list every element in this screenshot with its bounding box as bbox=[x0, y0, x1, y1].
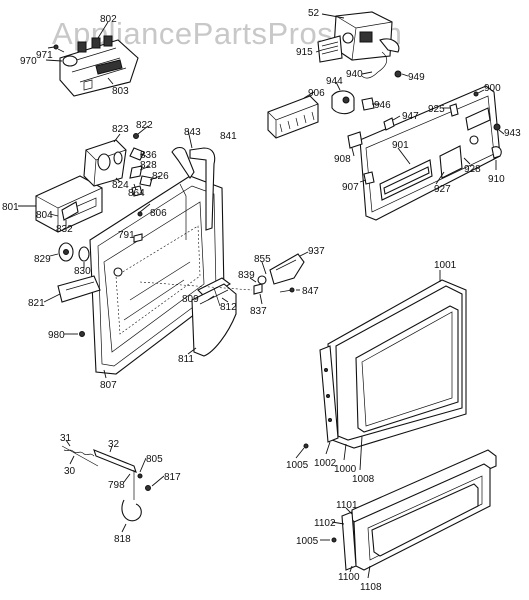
label-980: 980 bbox=[48, 330, 65, 341]
control-module-803 bbox=[53, 35, 139, 97]
label-804: 804 bbox=[36, 210, 53, 221]
label-855: 855 bbox=[254, 254, 271, 265]
control-panel-901 bbox=[347, 85, 502, 221]
label-832: 832 bbox=[56, 224, 73, 235]
label-1008: 1008 bbox=[352, 474, 375, 485]
label-946: 946 bbox=[374, 100, 391, 111]
label-927: 927 bbox=[434, 184, 451, 195]
label-30: 30 bbox=[64, 466, 76, 477]
label-1108: 1108 bbox=[360, 582, 382, 593]
label-839: 839 bbox=[238, 270, 255, 281]
label-1005-door: 1005 bbox=[286, 460, 309, 471]
label-1001: 1001 bbox=[434, 260, 457, 271]
label-823: 823 bbox=[112, 124, 129, 135]
label-970: 970 bbox=[20, 56, 37, 67]
knob-829 bbox=[58, 242, 90, 262]
label-1005-kick: 1005 bbox=[296, 536, 319, 547]
door-panel-assembly bbox=[303, 279, 467, 449]
detergent-module-823 bbox=[83, 133, 153, 197]
label-928: 928 bbox=[464, 164, 481, 175]
kick-panel-assembly bbox=[331, 449, 497, 571]
hinge-821 bbox=[57, 275, 101, 303]
label-824: 824 bbox=[112, 180, 129, 191]
hinge-spring-assembly bbox=[61, 445, 151, 522]
label-864: 864 bbox=[128, 188, 145, 199]
label-809: 809 bbox=[182, 294, 199, 305]
label-900: 900 bbox=[484, 83, 501, 94]
label-910: 910 bbox=[488, 174, 505, 185]
label-791: 791 bbox=[118, 230, 135, 241]
label-811: 811 bbox=[178, 354, 194, 365]
label-801: 801 bbox=[2, 202, 19, 213]
label-798: 798 bbox=[108, 480, 125, 491]
label-841: 841 bbox=[220, 131, 237, 142]
label-836: 836 bbox=[140, 150, 157, 161]
label-906: 906 bbox=[308, 88, 325, 99]
label-971: 971 bbox=[36, 50, 53, 61]
label-925: 925 bbox=[428, 104, 445, 115]
label-943: 943 bbox=[504, 128, 521, 139]
label-949: 949 bbox=[408, 72, 425, 83]
label-829: 829 bbox=[34, 254, 51, 265]
latch-937 bbox=[139, 253, 305, 295]
terminal-block-906 bbox=[267, 90, 375, 139]
label-802: 802 bbox=[100, 14, 117, 25]
label-52: 52 bbox=[308, 8, 320, 19]
handle-811 bbox=[191, 277, 237, 357]
label-1000: 1000 bbox=[334, 464, 357, 475]
timer-915 bbox=[317, 11, 402, 79]
label-826: 826 bbox=[152, 171, 169, 182]
label-847: 847 bbox=[302, 286, 319, 297]
label-843: 843 bbox=[184, 127, 201, 138]
label-944: 944 bbox=[326, 76, 343, 87]
label-940: 940 bbox=[346, 69, 363, 80]
label-937: 937 bbox=[308, 246, 325, 257]
label-837: 837 bbox=[250, 306, 267, 317]
label-828: 828 bbox=[140, 160, 157, 171]
label-1002: 1002 bbox=[314, 458, 337, 469]
door-liner-assembly bbox=[89, 146, 225, 375]
label-805: 805 bbox=[146, 454, 163, 465]
label-830: 830 bbox=[74, 266, 91, 277]
label-901: 901 bbox=[392, 140, 409, 151]
label-803: 803 bbox=[112, 86, 129, 97]
label-822: 822 bbox=[136, 120, 153, 131]
label-32: 32 bbox=[108, 439, 120, 450]
label-908: 908 bbox=[334, 154, 351, 165]
label-1101: 1101 bbox=[336, 500, 358, 511]
label-812: 812 bbox=[220, 302, 237, 313]
dispenser-801 bbox=[35, 175, 103, 233]
label-821: 821 bbox=[28, 298, 45, 309]
label-1100: 1100 bbox=[338, 572, 360, 583]
label-947: 947 bbox=[402, 111, 419, 122]
label-807: 807 bbox=[100, 380, 117, 391]
callout-labels: 802 971 970 803 52 915 940 949 944 906 9… bbox=[2, 8, 521, 593]
label-907: 907 bbox=[342, 182, 359, 193]
label-818: 818 bbox=[114, 534, 131, 545]
label-806: 806 bbox=[150, 208, 167, 219]
label-31: 31 bbox=[60, 433, 72, 444]
label-1102: 1102 bbox=[314, 518, 336, 529]
label-817: 817 bbox=[164, 472, 181, 483]
label-915: 915 bbox=[296, 47, 313, 58]
